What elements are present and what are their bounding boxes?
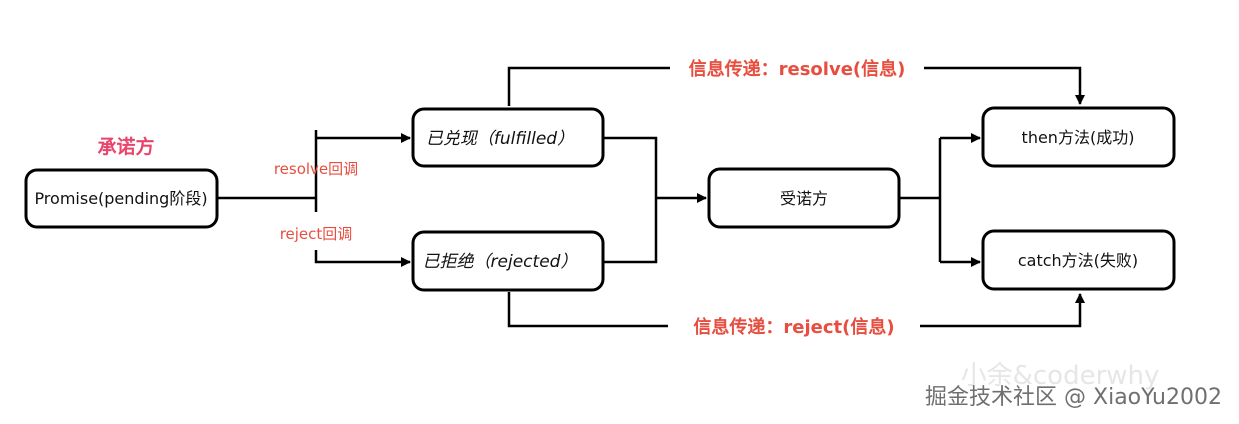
promise-pending-label: Promise(pending阶段) xyxy=(34,189,207,208)
reject-callback-label: reject回调 xyxy=(280,225,353,243)
resolve-line-left xyxy=(507,66,670,106)
fulfilled-label: 已兑现（fulfilled） xyxy=(426,129,574,149)
footer-watermark: 掘金技术社区 @ XiaoYu2002 xyxy=(925,385,1222,410)
rejected-box xyxy=(411,230,605,292)
resolve-arrow-to-then xyxy=(924,66,1085,105)
catch-box xyxy=(981,229,1176,291)
reject-message-label: 信息传递：reject(信息) xyxy=(693,316,894,338)
resolve-callback-label: resolve回调 xyxy=(274,160,358,178)
faint-watermark: 小余&coderwhy xyxy=(961,361,1160,391)
connector-lines xyxy=(218,66,1085,328)
promisee-box xyxy=(707,167,901,229)
rejected-label: 已拒绝（rejected） xyxy=(423,252,578,272)
then-label: then方法(成功) xyxy=(1022,128,1135,147)
promisee-label: 受诺方 xyxy=(780,189,828,208)
reject-line-left xyxy=(507,292,668,328)
resolve-message-label: 信息传递：resolve(信息) xyxy=(689,58,906,80)
reject-arrow-to-catch xyxy=(920,293,1085,328)
then-box xyxy=(981,106,1176,168)
catch-label: catch方法(失败) xyxy=(1018,251,1138,270)
promise-pending-box xyxy=(24,168,219,229)
merge-bracket-line xyxy=(604,136,658,264)
fulfilled-box xyxy=(411,107,605,168)
promiser-label: 承诺方 xyxy=(97,135,154,158)
arrow-to-rejected xyxy=(314,250,411,267)
